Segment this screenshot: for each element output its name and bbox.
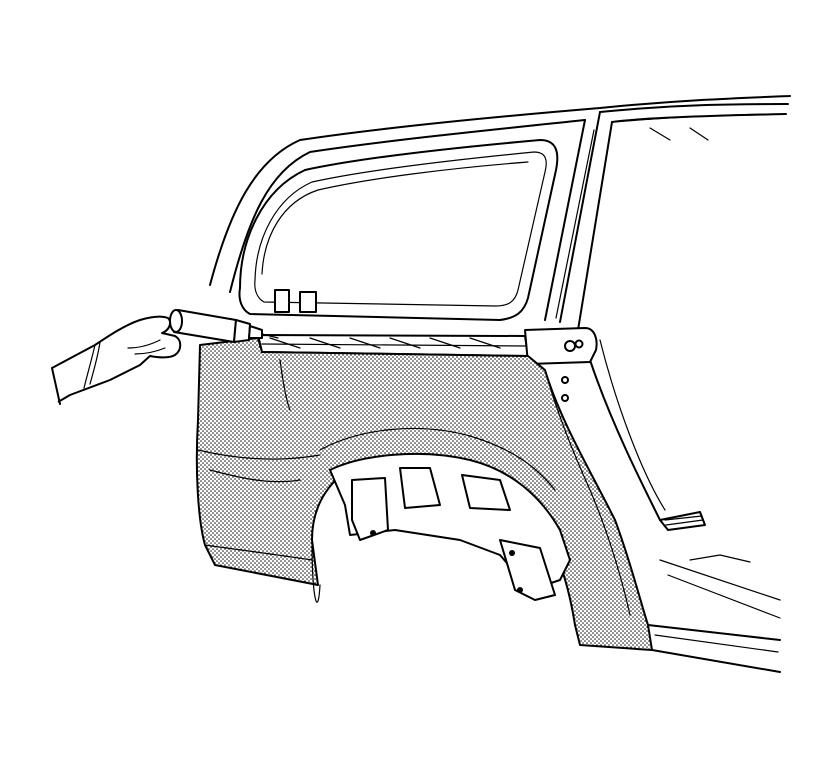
sealer-gun — [169, 309, 279, 343]
rocker-sill — [579, 511, 781, 673]
latch-bracket — [524, 327, 598, 402]
rear-opening — [589, 113, 787, 521]
roof-line — [209, 95, 791, 293]
hand — [51, 315, 182, 405]
belt-rail — [257, 289, 529, 357]
quarter-window — [238, 139, 559, 321]
wheelhouse-inner — [311, 452, 571, 603]
